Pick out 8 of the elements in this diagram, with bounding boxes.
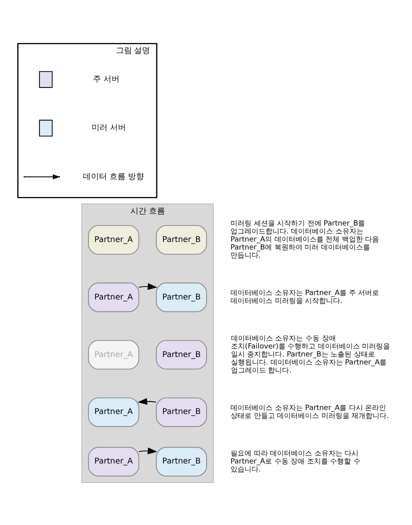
label: 미러링 세션을 시작하기 전에 Partner_B를 업그레이드합니다. 데이터베이스 소유자는 Partner_A의 데이터베이스를 전체 백업한 다음 Partner_B에 복원하여 미러 데이터베이스를 만듭니다. bbox=[230, 218, 380, 260]
label: 데이터베이스 소유자는 수동 장애 조치(Failover)를 수행하고 데이터베이스 미러링을 일시 중지합니다. Partner_B는 노출된 상태로 실행됩니다. 데이터베이스 소유자는 Partner_A를 업그레이드 합니다. bbox=[230, 333, 390, 374]
legend-label: 미러 서버 bbox=[92, 122, 126, 132]
label: 데이터베이스 소유자는 Partner_A를 다시 온라인 상태로 만들고 데이터베이스 미러링을 재개합니다. bbox=[230, 402, 389, 420]
legend-label: 데이터 흐름 방향 bbox=[83, 171, 144, 180]
label: 필요에 따라 데이터베이스 소유자는 다시 Partner_A로 수동 장애 조치를 수행할 수 있습니다. bbox=[230, 448, 361, 473]
label: 데이터베이스 소유자는 Partner_A를 주 서버로 데이터베이스 미러링을 시작합니다. bbox=[230, 288, 380, 305]
legend-label: 주 서버 bbox=[93, 74, 120, 83]
